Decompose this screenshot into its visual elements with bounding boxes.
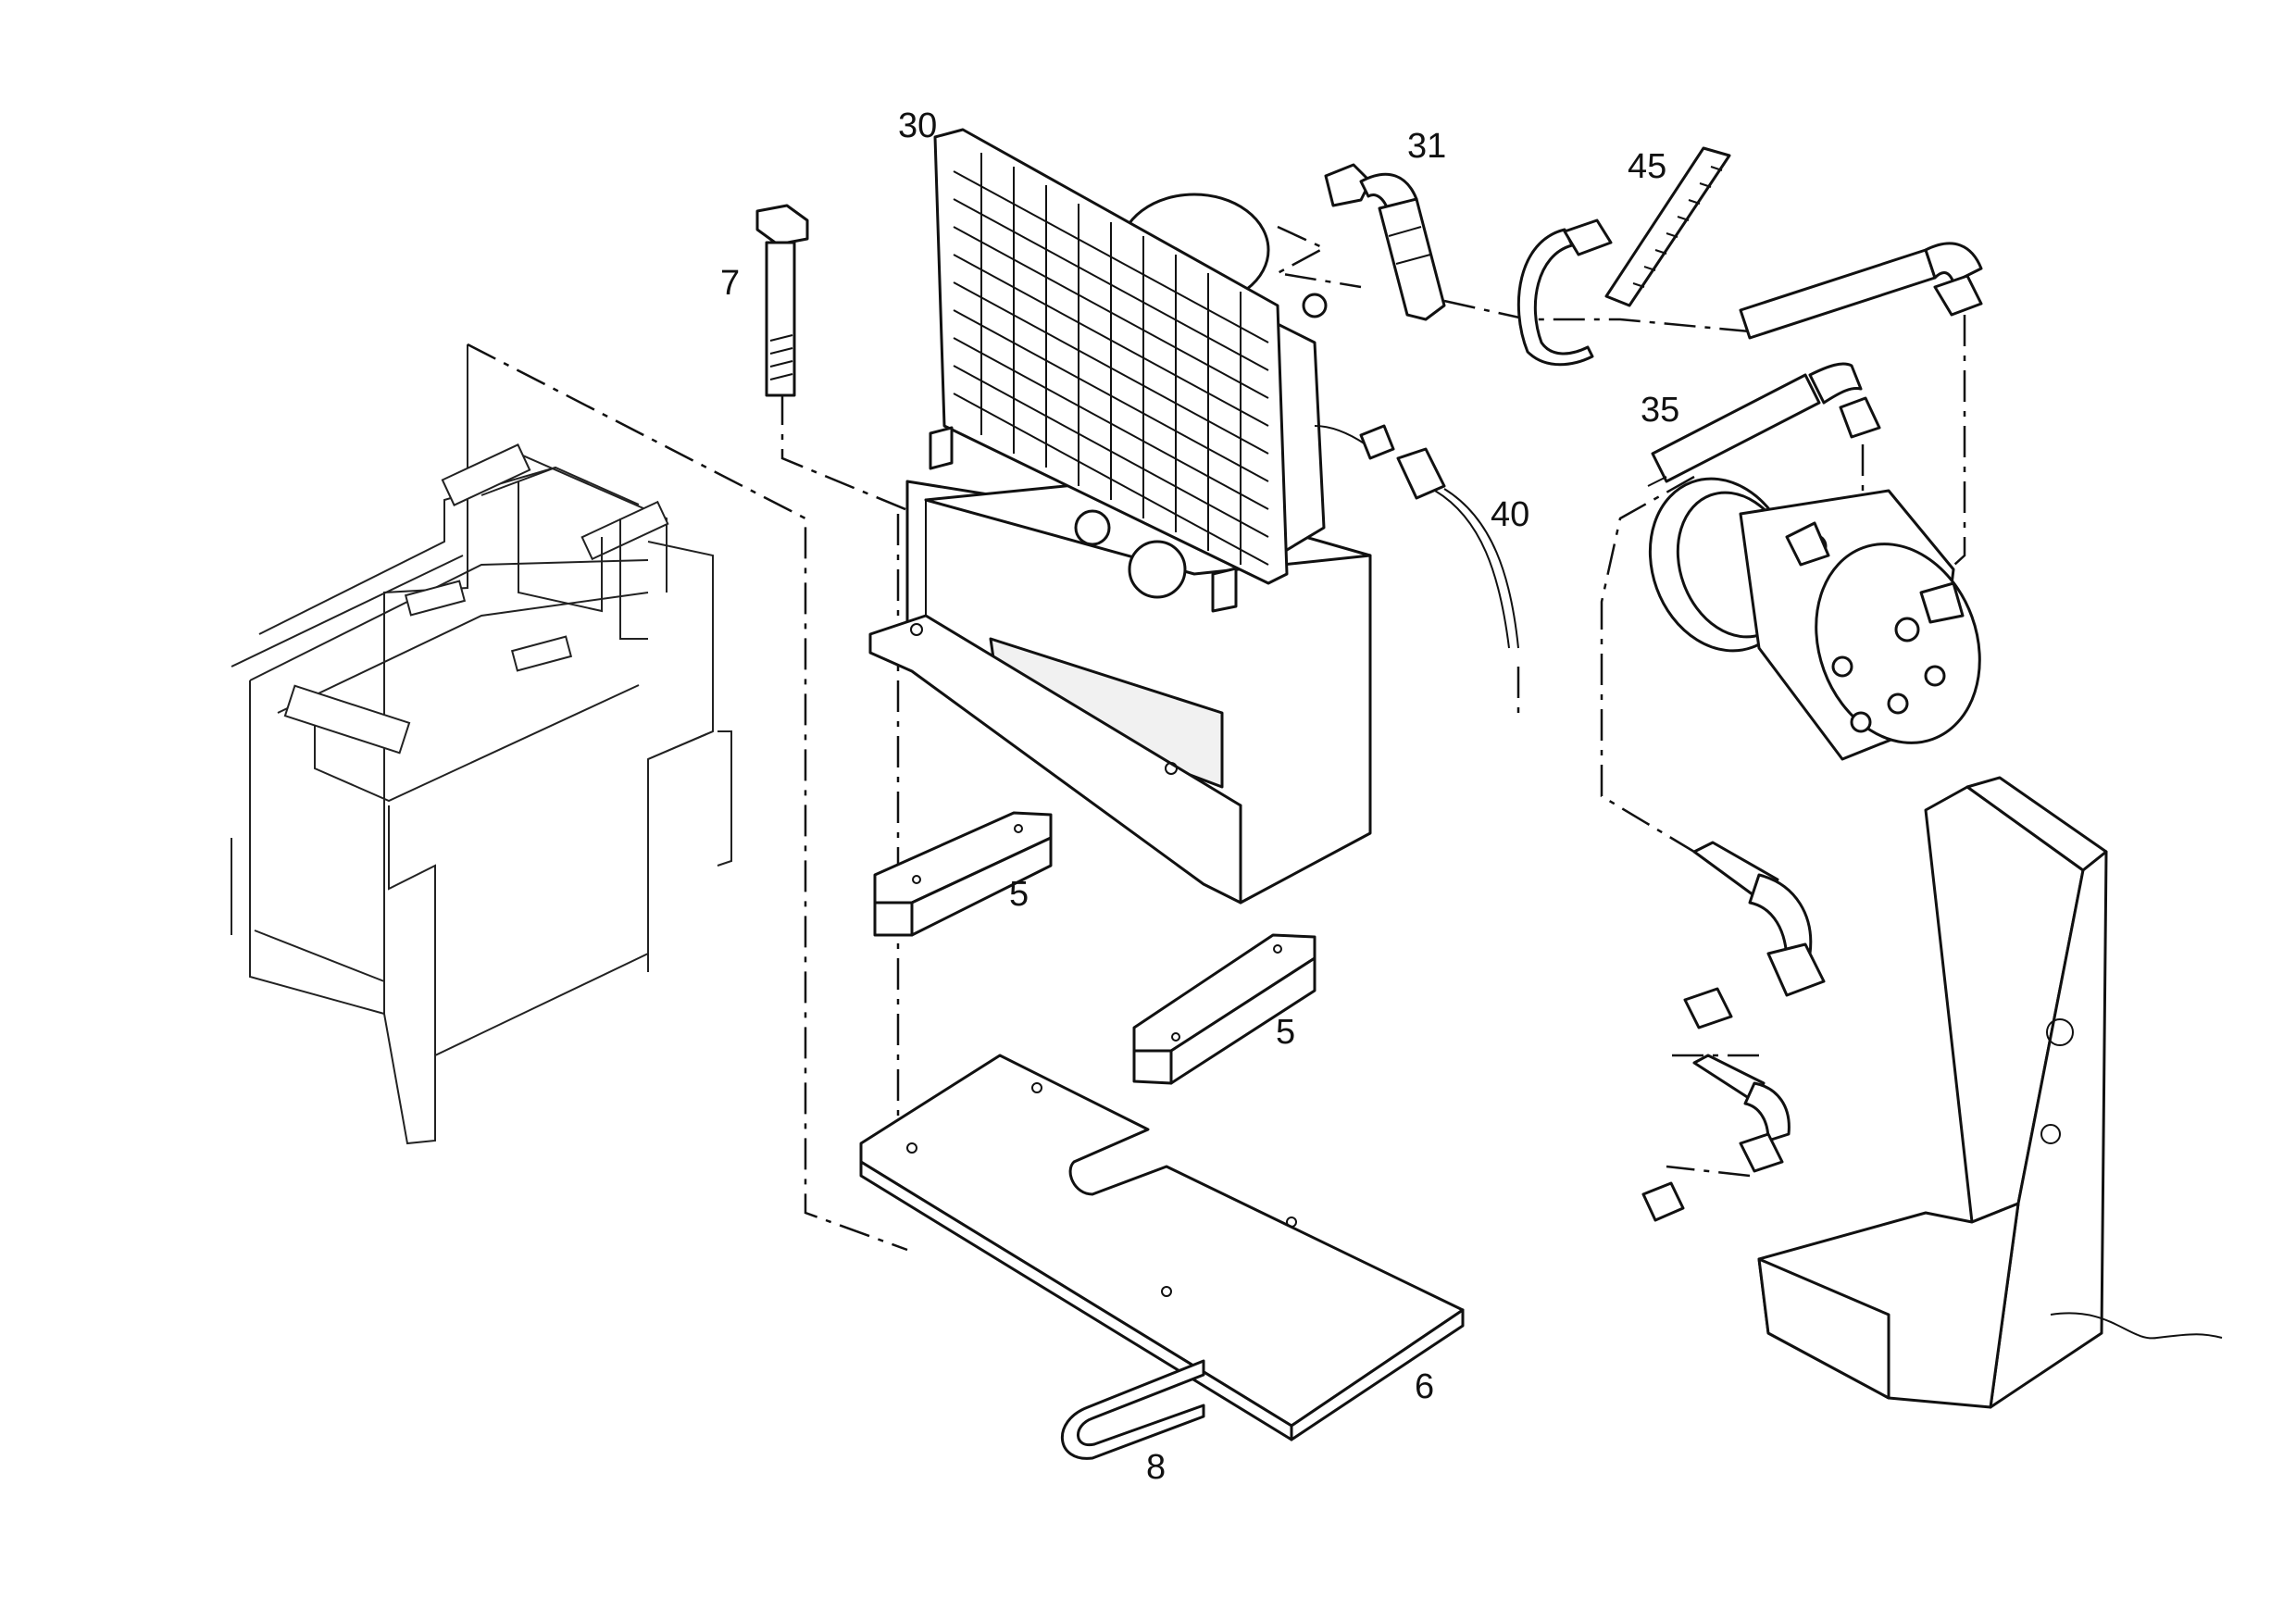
condenser-grille	[953, 153, 1269, 566]
condenser-30	[929, 128, 1328, 613]
label-45: 45	[1628, 147, 1666, 186]
label-5b: 5	[1276, 1013, 1295, 1052]
spacer-5-upper	[873, 811, 1053, 937]
label-7: 7	[720, 264, 740, 303]
label-30: 30	[898, 106, 937, 145]
condenser-bracket	[868, 480, 1372, 905]
tie-strap-45	[1516, 146, 1731, 367]
hose-35	[1647, 362, 1881, 487]
hose-31	[1324, 163, 1446, 321]
label-5a: 5	[1009, 875, 1029, 914]
compressor	[1648, 477, 1981, 761]
label-40: 40	[1491, 495, 1529, 534]
label-35: 35	[1641, 391, 1679, 430]
label-31: 31	[1407, 127, 1446, 166]
u-clip-8	[1061, 1359, 1205, 1460]
cable-40	[1314, 424, 1519, 649]
support-stand	[1757, 776, 2223, 1409]
spacer-5-lower	[1132, 933, 1316, 1085]
callout-labels: 30 31 45 7 35 40 5 5 6 8	[720, 106, 1679, 1487]
label-8: 8	[1146, 1448, 1166, 1487]
upper-hose	[1739, 242, 1983, 340]
machine-frame-outline	[231, 344, 732, 1145]
label-6: 6	[1415, 1367, 1434, 1406]
switch-fittings	[1641, 841, 1826, 1222]
bolt-7	[755, 204, 809, 397]
